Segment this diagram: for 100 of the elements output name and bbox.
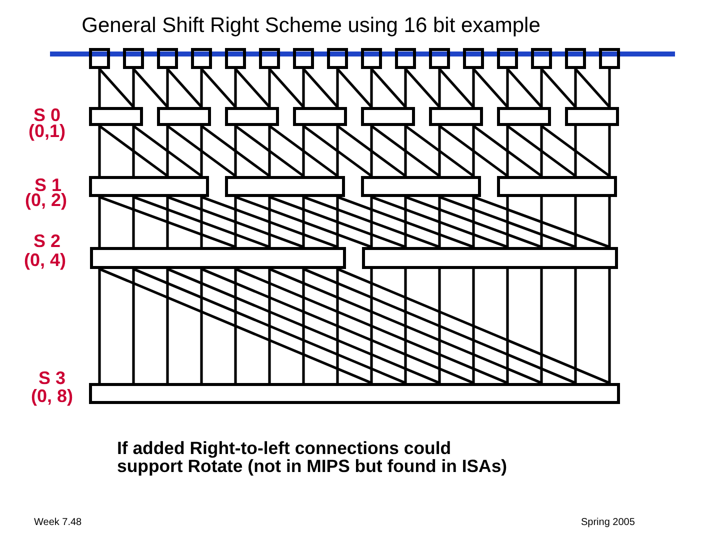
wire-line xyxy=(370,269,373,383)
wire-line xyxy=(302,69,305,107)
wire-line xyxy=(303,268,576,384)
wire-line xyxy=(404,126,407,176)
mux-box xyxy=(429,107,483,126)
wire-line xyxy=(336,124,406,178)
input-bit-box xyxy=(429,48,450,69)
wire-line xyxy=(336,68,372,108)
wire-line xyxy=(302,124,372,178)
wire-line xyxy=(268,69,271,107)
wire-line xyxy=(438,68,474,108)
wire-line xyxy=(574,68,610,108)
mux-box xyxy=(89,176,209,197)
wire-line xyxy=(438,69,441,107)
wire-line xyxy=(371,196,508,248)
wire-line xyxy=(133,268,406,384)
wire-line xyxy=(370,124,440,178)
wire-line xyxy=(540,126,543,176)
wire-line xyxy=(200,124,270,178)
wire-line xyxy=(268,68,304,108)
input-bit-box xyxy=(361,48,382,69)
note-text: If added Right-to-left connections could support Rotate (not in MIPS but found in ISAs) xyxy=(117,439,508,475)
wire-line xyxy=(472,269,475,383)
wire-line xyxy=(166,126,169,176)
wire-line xyxy=(540,269,543,383)
wire-line xyxy=(574,126,577,176)
stage-label: S 3 xyxy=(38,368,66,388)
mux-box xyxy=(89,107,143,126)
wire-line xyxy=(472,68,508,108)
wire-line xyxy=(200,68,236,108)
wire-line xyxy=(269,268,542,384)
mux-box xyxy=(225,107,279,126)
wire-line xyxy=(473,196,610,248)
wire-line xyxy=(404,68,440,108)
mux-box xyxy=(497,107,551,126)
wire-line xyxy=(574,269,577,383)
wire-line xyxy=(472,126,475,176)
mux-box xyxy=(497,176,617,197)
wire-line xyxy=(99,196,236,248)
wire-line xyxy=(234,124,304,178)
mux-box xyxy=(361,107,415,126)
wire-line xyxy=(336,197,339,247)
wire-line xyxy=(167,196,304,248)
wire-line xyxy=(370,197,373,247)
input-bit-box xyxy=(191,48,212,69)
input-bit-box xyxy=(327,48,348,69)
wire-line xyxy=(506,126,509,176)
wire-line xyxy=(472,124,542,178)
wire-line xyxy=(99,268,372,384)
wire-line xyxy=(438,126,441,176)
mux-box xyxy=(293,107,347,126)
mux-box xyxy=(90,247,346,269)
wire-line xyxy=(200,269,203,383)
wire-line xyxy=(472,197,475,247)
wire-line xyxy=(132,124,202,178)
input-bit-box xyxy=(157,48,178,69)
input-bit-box xyxy=(463,48,484,69)
wire-line xyxy=(98,124,168,178)
wire-line xyxy=(506,69,509,107)
wire-line xyxy=(302,269,305,383)
wire-line xyxy=(201,196,338,248)
footer-text: Spring 2005 xyxy=(581,517,635,529)
wire-line xyxy=(98,126,101,176)
wire-line xyxy=(235,196,372,248)
shift-amount-label: (0, 2) xyxy=(25,190,67,210)
wire-line xyxy=(439,196,576,248)
wire-line xyxy=(133,196,270,248)
wire-line xyxy=(234,197,237,247)
wire-line xyxy=(370,68,406,108)
wire-line xyxy=(132,269,135,383)
wire-line xyxy=(370,69,373,107)
wire-line xyxy=(506,124,576,178)
wire-line xyxy=(540,69,543,107)
wire-line xyxy=(506,269,509,383)
wire-line xyxy=(404,69,407,107)
wire-line xyxy=(438,197,441,247)
wire-line xyxy=(540,68,576,108)
wire-line xyxy=(608,197,611,247)
wire-line xyxy=(234,126,237,176)
wire-line xyxy=(370,126,373,176)
wire-line xyxy=(438,269,441,383)
mux-box xyxy=(361,176,481,197)
mux-box xyxy=(89,383,620,404)
wire-line xyxy=(574,69,577,107)
wire-line xyxy=(302,68,338,108)
wire-line xyxy=(98,69,101,107)
wire-line xyxy=(98,197,101,247)
wire-line xyxy=(132,197,135,247)
wire-line xyxy=(167,268,440,384)
wire-line xyxy=(405,196,542,248)
wire-line xyxy=(472,69,475,107)
wire-line xyxy=(234,269,237,383)
input-bit-box xyxy=(565,48,586,69)
wire-line xyxy=(574,197,577,247)
wire-line xyxy=(608,69,611,107)
wire-line xyxy=(608,269,611,383)
wire-line xyxy=(132,69,135,107)
wire-line xyxy=(200,69,203,107)
wire-line xyxy=(608,126,611,176)
wire-line xyxy=(404,124,474,178)
